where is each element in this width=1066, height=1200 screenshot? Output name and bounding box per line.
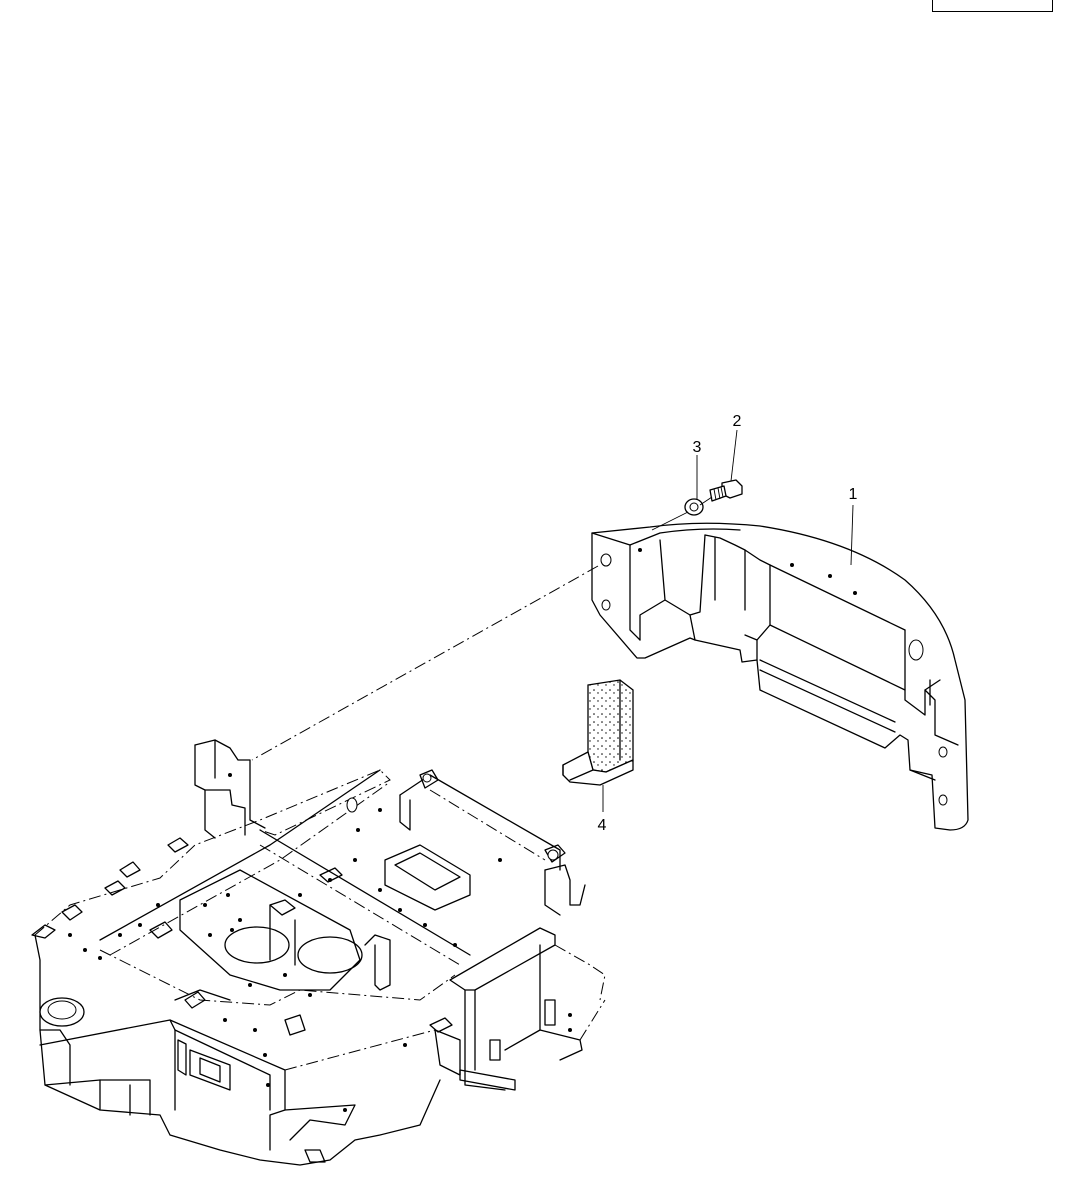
l-pad-part: [562, 679, 634, 786]
callout-2: 2: [733, 413, 742, 430]
callout-3: 3: [693, 439, 702, 456]
callout-4: 4: [598, 817, 607, 834]
counterweight-part: [591, 522, 969, 831]
revolving-frame: [31, 739, 606, 1166]
page-reference-box: [932, 0, 1053, 12]
bolt-part: [709, 479, 743, 502]
washer-part: [684, 498, 704, 516]
callout-1: 1: [849, 486, 858, 503]
assembly-lines: [251, 429, 854, 812]
